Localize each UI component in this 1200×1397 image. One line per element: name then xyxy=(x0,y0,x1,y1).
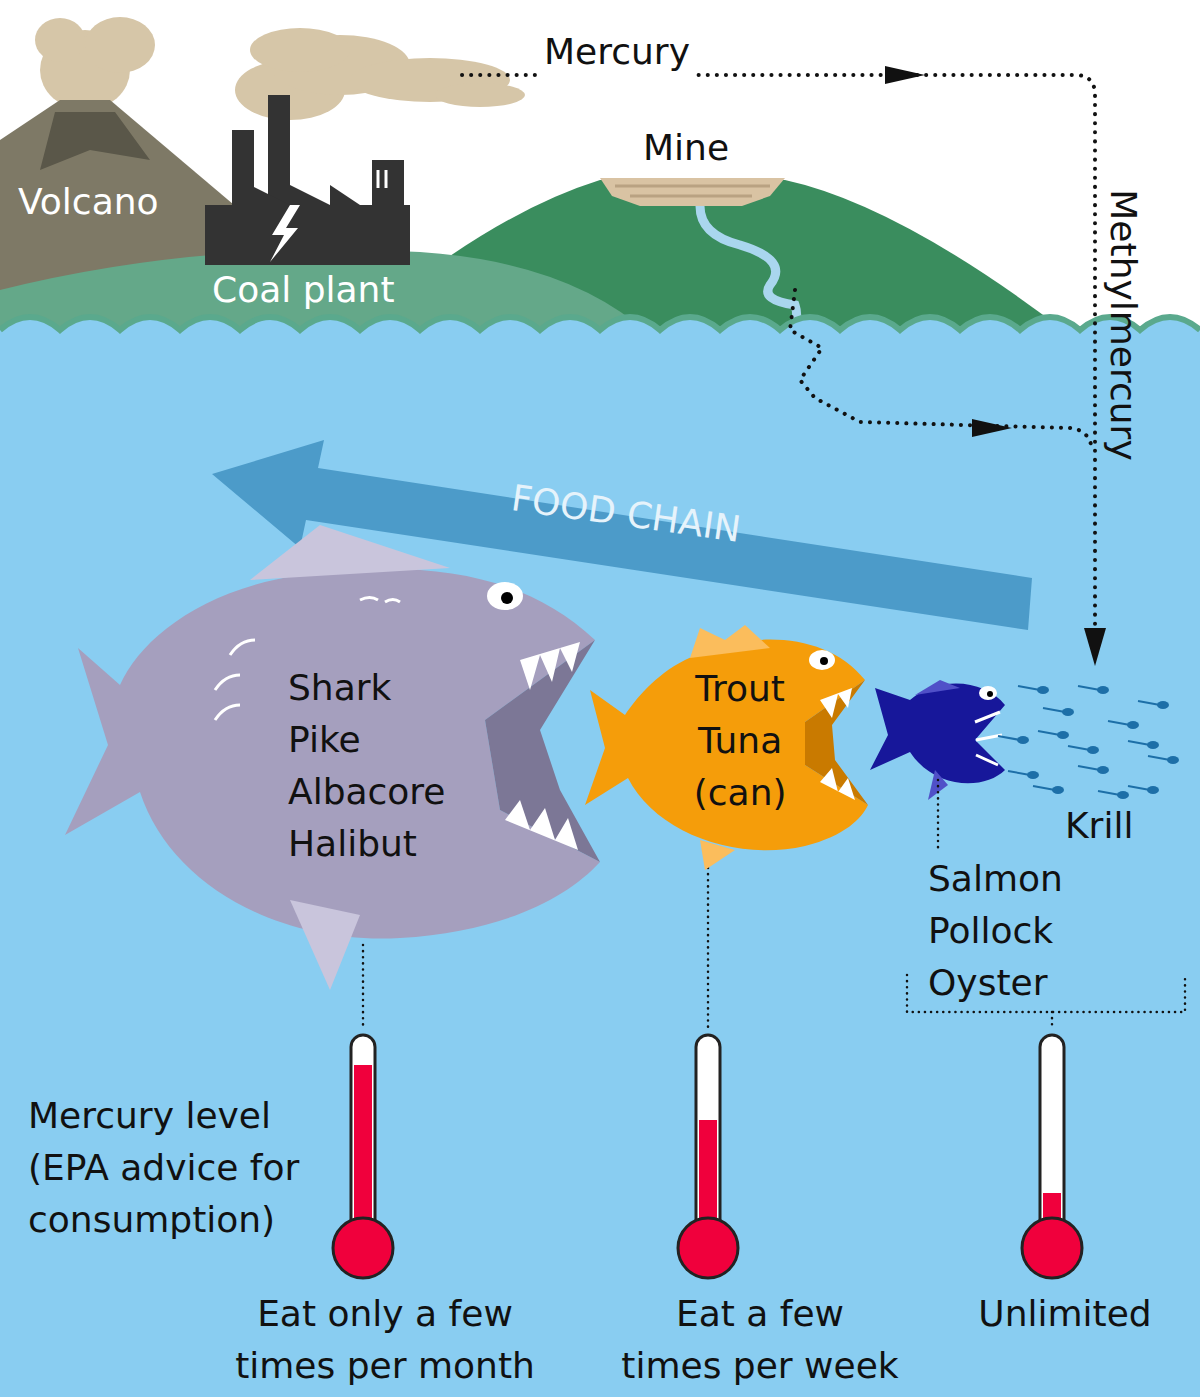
krill-tail xyxy=(1078,686,1100,690)
fish-part xyxy=(485,640,600,862)
advice-label: Eat only a few times per month xyxy=(235,1288,535,1392)
fish-part xyxy=(585,640,868,851)
fish-part xyxy=(487,582,523,610)
krill xyxy=(1027,771,1039,779)
krill xyxy=(1167,756,1179,764)
krill-tail xyxy=(1068,746,1090,750)
flow-label: Methylmercury xyxy=(1097,189,1149,460)
krill xyxy=(1037,686,1049,694)
krill xyxy=(1057,731,1069,739)
coal-plant xyxy=(205,95,410,265)
small-fish xyxy=(870,680,1005,800)
source-label: Coal plant xyxy=(212,264,395,316)
fish-part xyxy=(820,657,828,665)
fish-part xyxy=(65,569,600,939)
fish-part xyxy=(290,900,360,990)
legend-note: Mercury level (EPA advice for consumptio… xyxy=(28,1090,300,1246)
fish-part xyxy=(501,592,513,604)
krill-tail xyxy=(1008,771,1030,775)
fish-part xyxy=(505,642,580,850)
water xyxy=(0,317,1200,1397)
krill-tail xyxy=(998,736,1020,740)
krill xyxy=(1147,786,1159,794)
mercury-path xyxy=(462,75,1095,640)
wave-crest xyxy=(0,317,1200,330)
krill-tail xyxy=(1043,708,1065,712)
shark-fish: Shark Pike Albacore Halibut xyxy=(60,515,620,1005)
krill-tail xyxy=(1033,786,1055,790)
arrowhead xyxy=(885,66,1106,666)
source-label: Volcano xyxy=(18,176,159,228)
krill-tail xyxy=(1128,786,1150,790)
volcano-crater xyxy=(40,112,150,170)
krill-tail xyxy=(1108,721,1130,725)
krill xyxy=(1052,786,1064,794)
flow-label: Mercury xyxy=(540,26,694,78)
fish-part xyxy=(250,525,450,580)
thermometer xyxy=(1022,1035,1082,1278)
krill xyxy=(1147,741,1159,749)
fish-part xyxy=(809,650,835,670)
source-label: Mine xyxy=(643,122,729,174)
krill-tail xyxy=(1038,731,1060,735)
fish-part xyxy=(700,840,735,870)
krill xyxy=(1097,766,1109,774)
fish-part xyxy=(690,625,770,658)
krill xyxy=(1117,791,1129,799)
species-list: Salmon Pollock Oyster xyxy=(928,853,1063,1009)
krill xyxy=(1097,686,1109,694)
fish-part xyxy=(805,680,868,805)
krill-tail xyxy=(1018,686,1040,690)
krill-swarm xyxy=(998,686,1179,799)
lightning xyxy=(270,205,300,262)
krill xyxy=(1062,708,1074,716)
krill-tail xyxy=(1078,766,1100,770)
krill xyxy=(1087,746,1099,754)
advice-label: Eat a few times per week xyxy=(621,1288,899,1392)
trout-fish: Trout Tuna (can) xyxy=(575,612,880,877)
mine-pit xyxy=(600,178,785,206)
thermometer xyxy=(678,1035,738,1278)
species-list: Shark Pike Albacore Halibut xyxy=(288,662,446,870)
krill-tail xyxy=(1138,701,1160,705)
species-list: Trout Tuna (can) xyxy=(694,663,787,819)
thermometer xyxy=(333,1035,393,1278)
krill-tail xyxy=(1148,756,1170,760)
advice-label: Unlimited xyxy=(978,1288,1151,1340)
fish-part xyxy=(820,688,855,800)
krill xyxy=(1127,721,1139,729)
window-marks xyxy=(378,170,386,188)
krill-tail xyxy=(1128,741,1150,745)
krill-tail xyxy=(1098,791,1120,795)
krill xyxy=(1157,701,1169,709)
species-label: Krill xyxy=(1065,800,1133,852)
krill xyxy=(1017,736,1029,744)
